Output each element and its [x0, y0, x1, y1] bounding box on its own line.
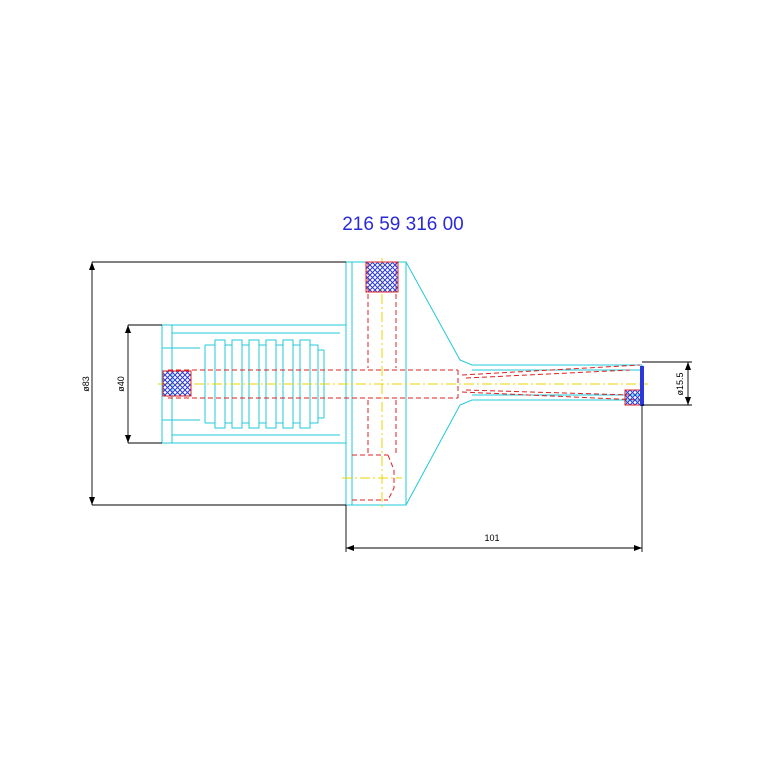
- dimension-shank-diameter: ø40: [116, 324, 162, 444]
- part-number: 216 59 316 00: [342, 214, 464, 235]
- tip-hatch: [624, 389, 642, 406]
- hatched-sections: [162, 261, 644, 406]
- tip-edge-marker: [640, 366, 644, 406]
- tip-diameter-label: ø15.5: [675, 372, 685, 395]
- center-lines: [158, 258, 648, 510]
- top-hatch: [365, 261, 399, 293]
- dimension-length: 101: [345, 405, 643, 552]
- left-hatch: [162, 370, 192, 397]
- dimension-outer-diameter: ø83: [81, 261, 346, 506]
- outer-diameter-label: ø83: [81, 376, 91, 392]
- dimension-tip-diameter: ø15.5: [642, 361, 692, 406]
- length-label: 101: [484, 533, 499, 543]
- hidden-lines: [168, 262, 641, 501]
- shank-diameter-label: ø40: [116, 376, 126, 392]
